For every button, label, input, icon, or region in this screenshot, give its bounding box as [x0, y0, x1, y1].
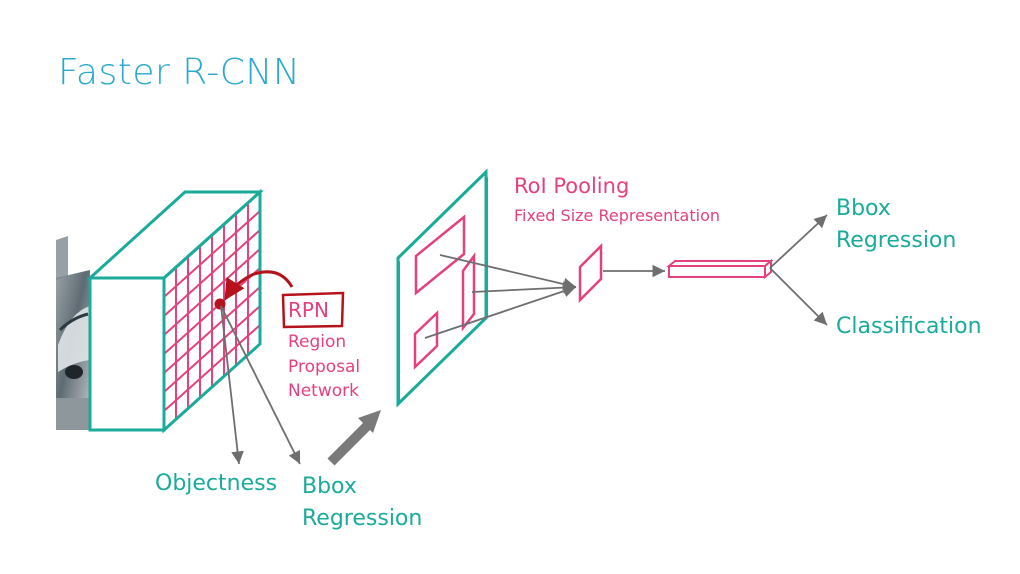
classification-label: Classification [836, 314, 982, 339]
roi-pooling-label: RoI Pooling [514, 174, 630, 198]
objectness-label: Objectness [155, 471, 278, 496]
bbox-regression-label: Bbox Regression [302, 474, 423, 531]
fixed-size-representation-label: Fixed Size Representation [514, 206, 720, 225]
rpn-annotation [214, 270, 345, 329]
stage-transition-arrow [327, 410, 381, 466]
output-bbox-regression-label: Bbox Regression [836, 196, 957, 253]
classification-output-arrow [769, 267, 828, 326]
region-proposals [413, 214, 476, 370]
objectness-arrow [220, 305, 244, 465]
input-image [56, 236, 90, 430]
pooled-feature [578, 242, 603, 304]
fc-feature-vector [666, 258, 774, 280]
feature-map-grid [163, 202, 261, 420]
feature-map-cube [86, 188, 264, 434]
bbox-output-arrow [769, 214, 828, 269]
roi-pooling-arrows [424, 254, 577, 339]
rpn-label: RPN [288, 298, 329, 322]
bbox-regression-arrow [220, 305, 301, 465]
slide-title: Faster R-CNN [58, 52, 301, 93]
rpn-description-label: Region Proposal Network [288, 332, 361, 402]
proposal-feature-map [396, 168, 488, 408]
